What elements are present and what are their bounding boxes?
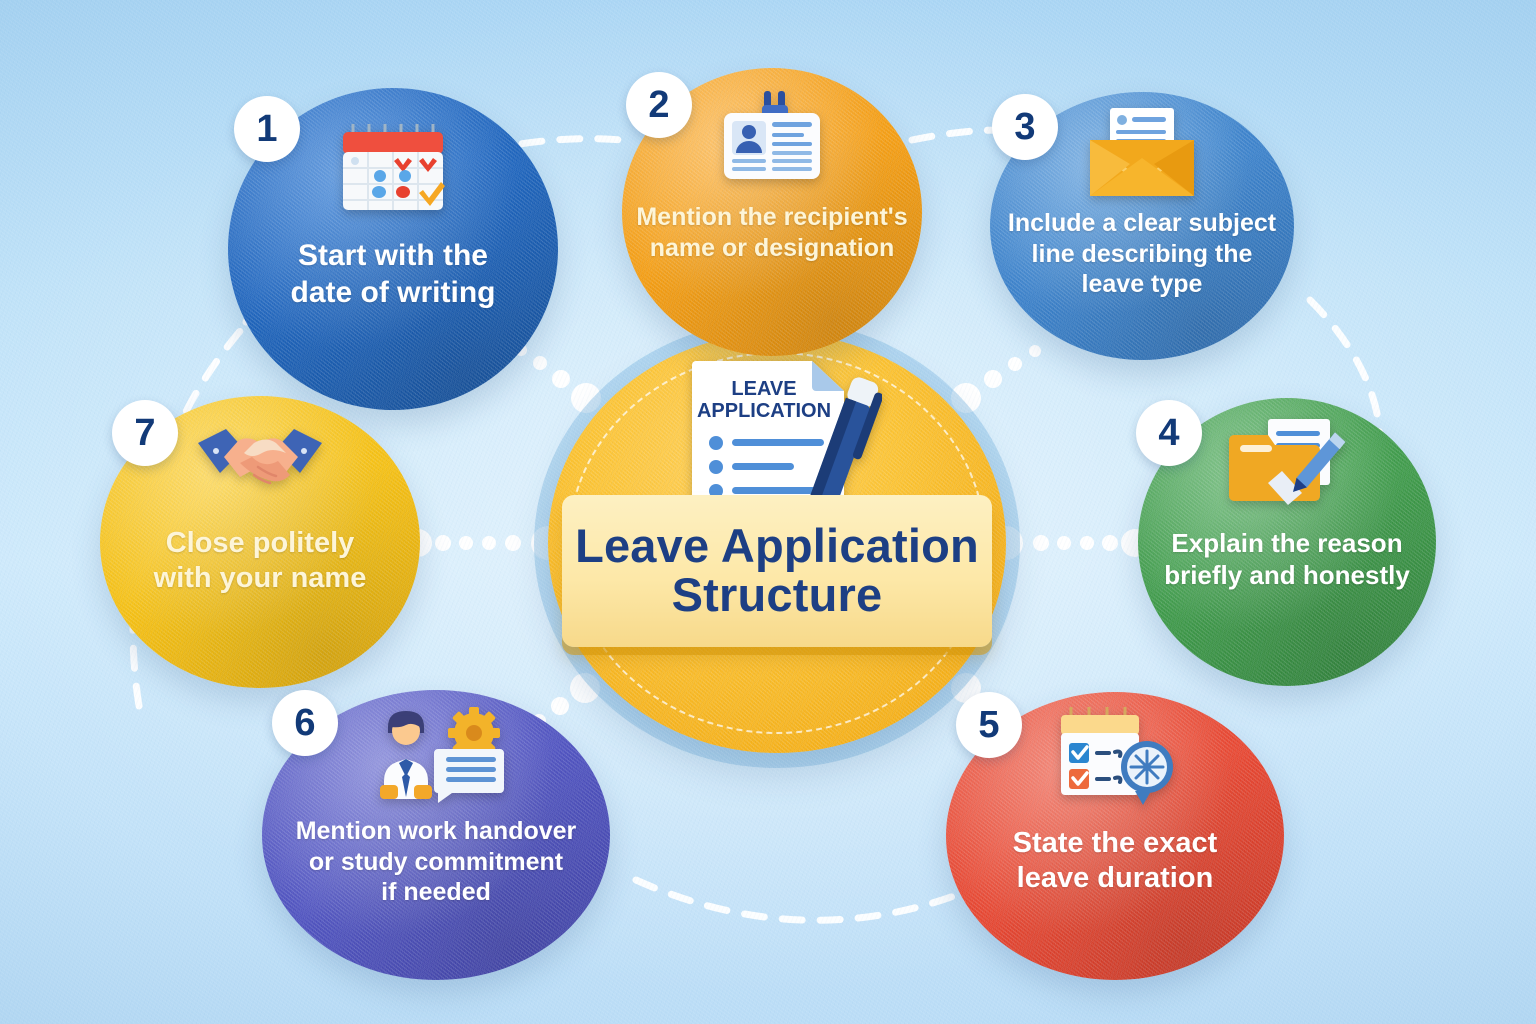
step-bubble-1[interactable]: 1 <box>228 88 558 410</box>
step-line2-1: date of writing <box>290 275 496 309</box>
step-bubble-4[interactable]: 4 Explain the reason briefly and honestl… <box>1136 398 1436 686</box>
step-caption-4: Explain the reason briefly and honestly <box>1154 528 1420 591</box>
step-number-badge-6: 6 <box>272 690 338 756</box>
step-caption-5: State the exact leave duration <box>1003 826 1228 897</box>
step-caption-2: Mention the recipient's name or designat… <box>626 202 917 263</box>
step-line2-4: briefly and honestly <box>1164 559 1410 590</box>
step-number-badge-2: 2 <box>626 72 692 138</box>
id-card-icon <box>724 91 820 179</box>
step-bubble-5[interactable]: 5 <box>946 692 1284 980</box>
step-number-5: 5 <box>978 703 1000 746</box>
step-line2-6: or study commitment <box>308 847 564 876</box>
step-line2-3: line describing the <box>1031 239 1253 268</box>
step-number-3: 3 <box>1014 105 1036 148</box>
step-number-2: 2 <box>648 83 670 126</box>
step-caption-1: Start with the date of writing <box>281 238 506 311</box>
step-number-badge-1: 1 <box>234 96 300 162</box>
step-line3-6: if needed <box>381 878 491 906</box>
step-number-badge-3: 3 <box>992 94 1058 160</box>
step-line2-7: with your name <box>153 562 367 595</box>
open-envelope-icon <box>1090 108 1194 196</box>
folder-document-pencil-icon <box>1229 419 1346 505</box>
step-bubble-6[interactable]: 6 <box>262 690 610 980</box>
step-caption-3: Include a clear subject line describing … <box>998 208 1286 300</box>
arc-5-to-6 <box>632 876 988 924</box>
step-bubble-7[interactable]: 7 Close politely with your name <box>100 396 420 688</box>
step-number-badge-7: 7 <box>112 400 178 466</box>
hub-title-banner: Leave Application Structure <box>562 495 992 647</box>
step-number-7: 7 <box>134 411 156 454</box>
step-bubble-2[interactable]: 2 Mention the recipient's name or design… <box>622 68 922 356</box>
step-line1-6: Mention work handover <box>295 817 577 845</box>
step-line1-4: Explain the reason <box>1171 528 1403 558</box>
svg-text:LEAVE: LEAVE <box>731 378 796 400</box>
step-number-6: 6 <box>294 701 316 744</box>
hub-title-line2: Structure <box>671 568 883 621</box>
step-line3-3: leave type <box>1081 270 1203 298</box>
hub-title-line1: Leave Application <box>575 519 979 573</box>
step-line1-7: Close politely <box>165 527 355 559</box>
checklist-clock-icon <box>1061 707 1173 805</box>
step-line2-5: leave duration <box>1016 862 1214 895</box>
step-number-badge-5: 5 <box>956 692 1022 758</box>
step-line1-3: Include a clear subject <box>1007 209 1277 237</box>
calendar-icon <box>343 124 445 210</box>
step-caption-7: Close politely with your name <box>144 526 377 597</box>
svg-text:APPLICATION: APPLICATION <box>697 400 831 422</box>
step-number-1: 1 <box>256 107 278 150</box>
step-line2-2: name or designation <box>649 233 895 262</box>
center-hub[interactable]: LEAVE APPLICATION <box>548 333 1006 753</box>
step-number-badge-4: 4 <box>1136 400 1202 466</box>
person-gear-message-icon <box>380 707 504 803</box>
step-line1-2: Mention the recipient's <box>636 203 908 231</box>
step-line1-5: State the exact <box>1012 827 1218 859</box>
step-line1-1: Start with the <box>297 239 488 272</box>
step-number-4: 4 <box>1158 411 1180 454</box>
step-bubble-3[interactable]: 3 Include a clear subject line describin… <box>990 92 1294 360</box>
handshake-icon <box>198 429 322 485</box>
step-caption-6: Mention work handover or study commitmen… <box>286 816 587 908</box>
